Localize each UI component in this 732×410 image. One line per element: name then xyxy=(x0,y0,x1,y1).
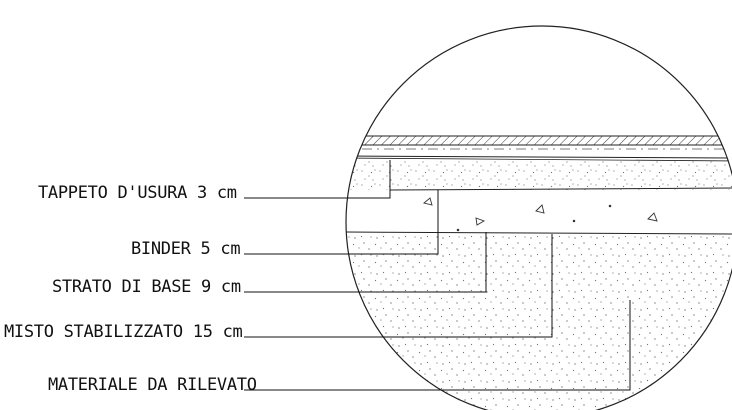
label-base-layer: STRATO DI BASE 9 cm xyxy=(52,277,241,297)
leader-lines xyxy=(244,160,631,391)
leader-base-layer xyxy=(244,232,487,293)
section-detail xyxy=(346,135,732,410)
leader-binder xyxy=(244,190,439,255)
label-embankment-material: MATERIALE DA RILEVATO xyxy=(48,375,257,395)
leader-wearing-course xyxy=(244,160,391,199)
surface-hatch-band xyxy=(346,135,732,146)
binder-bottom-line xyxy=(389,187,732,191)
label-stabilized-subbase: MISTO STABILIZZATO 15 cm xyxy=(4,322,243,342)
subbase-layer xyxy=(346,234,732,410)
wearing-course-top-line xyxy=(346,155,732,159)
layer-labels: TAPPETO D'USURA 3 cm BINDER 5 cm STRATO … xyxy=(4,183,257,395)
label-wearing-course: TAPPETO D'USURA 3 cm xyxy=(38,183,237,203)
binder-layer xyxy=(346,160,732,190)
leader-embankment-material xyxy=(244,300,631,391)
detail-circle-outline xyxy=(345,25,732,410)
leader-stabilized-subbase xyxy=(244,234,553,338)
label-binder: BINDER 5 cm xyxy=(131,239,240,259)
base-layer-aggregate xyxy=(423,197,658,232)
base-layer-bottom-line xyxy=(346,231,732,235)
